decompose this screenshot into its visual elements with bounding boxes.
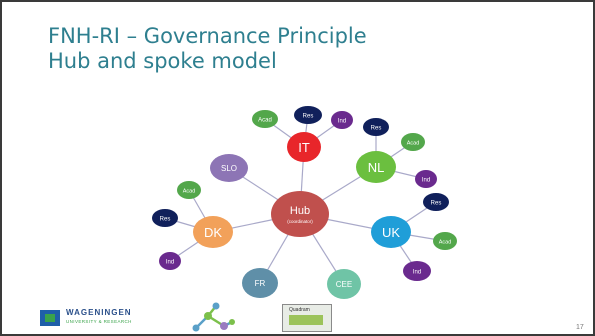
satellite-node bbox=[403, 261, 431, 281]
satellite-node bbox=[433, 232, 457, 250]
node-circle bbox=[242, 268, 278, 298]
page-number: 17 bbox=[576, 324, 584, 331]
hub-node: Hub (coordinator) bbox=[271, 191, 329, 237]
satellite-label: Acad bbox=[258, 118, 272, 124]
hub-spoke-diagram: Acad Res Ind Res Acad Ind Res Acad bbox=[152, 106, 457, 299]
satellite-node bbox=[415, 170, 437, 188]
node-nl: NL bbox=[356, 151, 396, 183]
node-circle bbox=[210, 154, 248, 182]
satellite-nl-acad: Acad bbox=[401, 133, 425, 151]
hub-label: Hub bbox=[290, 205, 310, 217]
node-fr: FR bbox=[242, 268, 278, 298]
wageningen-name: WAGENINGEN bbox=[66, 308, 132, 317]
satellite-it-res: Res bbox=[294, 106, 322, 124]
satellite-uk-res: Res bbox=[423, 193, 449, 211]
quadram-logo: Quadram bbox=[282, 304, 332, 332]
satellite-uk-ind: Ind bbox=[403, 261, 431, 281]
wageningen-subtitle: UNIVERSITY & RESEARCH bbox=[66, 319, 132, 324]
slide-title-line2: Hub and spoke model bbox=[48, 49, 277, 73]
node-label: DK bbox=[204, 225, 222, 240]
satellite-label: Res bbox=[431, 201, 442, 207]
network-logo-icon bbox=[192, 302, 235, 332]
satellite-label: Ind bbox=[338, 119, 346, 125]
satellite-node bbox=[331, 111, 353, 129]
slide-title: FNH-RI – Governance Principle Hub and sp… bbox=[48, 24, 367, 74]
satellite-node bbox=[423, 193, 449, 211]
satellite-label: Acad bbox=[439, 240, 452, 246]
node-circle bbox=[371, 216, 411, 248]
satellite-label: Res bbox=[371, 126, 382, 132]
satellite-it-acad: Acad bbox=[252, 110, 278, 128]
satellite-dk-res: Res bbox=[152, 209, 178, 227]
satellite-it-ind: Ind bbox=[331, 111, 353, 129]
node-circle bbox=[287, 132, 321, 162]
node-label: UK bbox=[382, 225, 400, 240]
node-label: IT bbox=[298, 140, 310, 155]
satellite-node bbox=[294, 106, 322, 124]
satellite-nl-ind: Ind bbox=[415, 170, 437, 188]
satellite-label: Ind bbox=[166, 260, 174, 266]
footer: WAGENINGEN UNIVERSITY & RESEARCH Quadram bbox=[2, 298, 593, 334]
satellite-nl-res: Res bbox=[363, 118, 389, 136]
node-it: IT bbox=[287, 132, 321, 162]
node-circle bbox=[327, 269, 361, 299]
node-label: NL bbox=[368, 160, 385, 175]
node-slo: SLO bbox=[210, 154, 248, 182]
node-label: FR bbox=[255, 279, 266, 288]
satellite-uk-acad: Acad bbox=[433, 232, 457, 250]
node-circle bbox=[356, 151, 396, 183]
node-label: CEE bbox=[336, 280, 352, 289]
satellite-label: Acad bbox=[183, 189, 196, 195]
satellite-node bbox=[159, 252, 181, 270]
hub-circle bbox=[271, 191, 329, 237]
hub-sublabel: (coordinator) bbox=[287, 219, 313, 224]
slide-title-line1: FNH-RI – Governance Principle bbox=[48, 24, 367, 48]
satellite-label: Ind bbox=[413, 270, 421, 276]
quadram-name: Quadram bbox=[289, 307, 310, 313]
node-label: SLO bbox=[221, 164, 237, 173]
satellite-label: Res bbox=[303, 114, 314, 120]
satellite-label: Ind bbox=[422, 178, 430, 184]
satellite-node bbox=[177, 181, 201, 199]
node-dk: DK bbox=[193, 216, 233, 248]
satellite-node bbox=[363, 118, 389, 136]
wageningen-mark-icon bbox=[40, 310, 60, 326]
satellite-label: Res bbox=[160, 217, 171, 223]
quadram-mark-icon bbox=[289, 315, 323, 325]
satellite-dk-acad: Acad bbox=[177, 181, 201, 199]
wageningen-logo: WAGENINGEN UNIVERSITY & RESEARCH bbox=[40, 308, 160, 328]
satellite-dk-ind: Ind bbox=[159, 252, 181, 270]
satellite-label: Acad bbox=[407, 141, 420, 147]
node-circle bbox=[193, 216, 233, 248]
satellite-node bbox=[252, 110, 278, 128]
satellite-node bbox=[152, 209, 178, 227]
node-uk: UK bbox=[371, 216, 411, 248]
node-cee: CEE bbox=[327, 269, 361, 299]
satellite-node bbox=[401, 133, 425, 151]
